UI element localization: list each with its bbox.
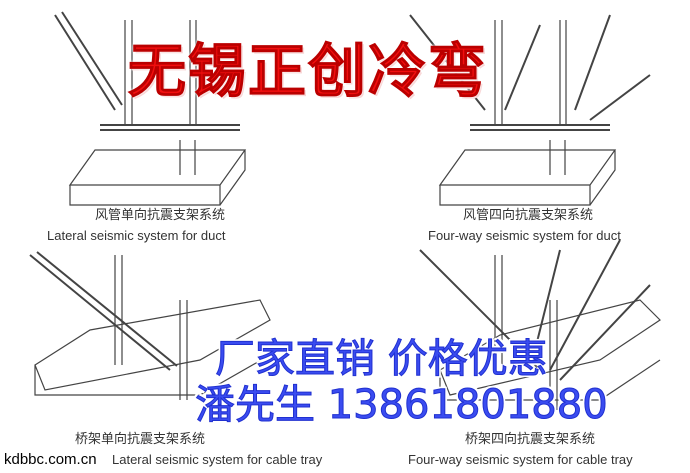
caption-cn-duct-lateral: 风管单向抗震支架系统 <box>95 208 226 223</box>
caption-en-duct-lateral: Lateral seismic system for duct <box>47 228 226 243</box>
tray-lateral-drawing <box>29 251 271 400</box>
duct-lateral-drawing <box>54 11 247 206</box>
caption-cn-tray-lateral: 桥架单向抗震支架系统 <box>75 432 206 447</box>
caption-cn-duct-fourway: 风管四向抗震支架系统 <box>463 208 594 223</box>
duct-fourway-drawing <box>409 14 651 206</box>
promo-line-1: 厂家直销 价格优惠 <box>215 336 549 382</box>
watermark: kdbbc.com.cn <box>4 451 97 468</box>
tray-fourway-drawing <box>419 239 661 410</box>
caption-en-tray-lateral: Lateral seismic system for cable tray <box>112 452 323 467</box>
promo-line-2: 潘先生 13861801880 <box>195 382 609 428</box>
caption-en-tray-fourway: Four-way seismic system for cable tray <box>408 452 633 467</box>
caption-en-duct-fourway: Four-way seismic system for duct <box>428 228 621 243</box>
company-title-overlay: 无锡正创冷弯 <box>127 37 489 105</box>
caption-cn-tray-fourway: 桥架四向抗震支架系统 <box>465 432 596 447</box>
